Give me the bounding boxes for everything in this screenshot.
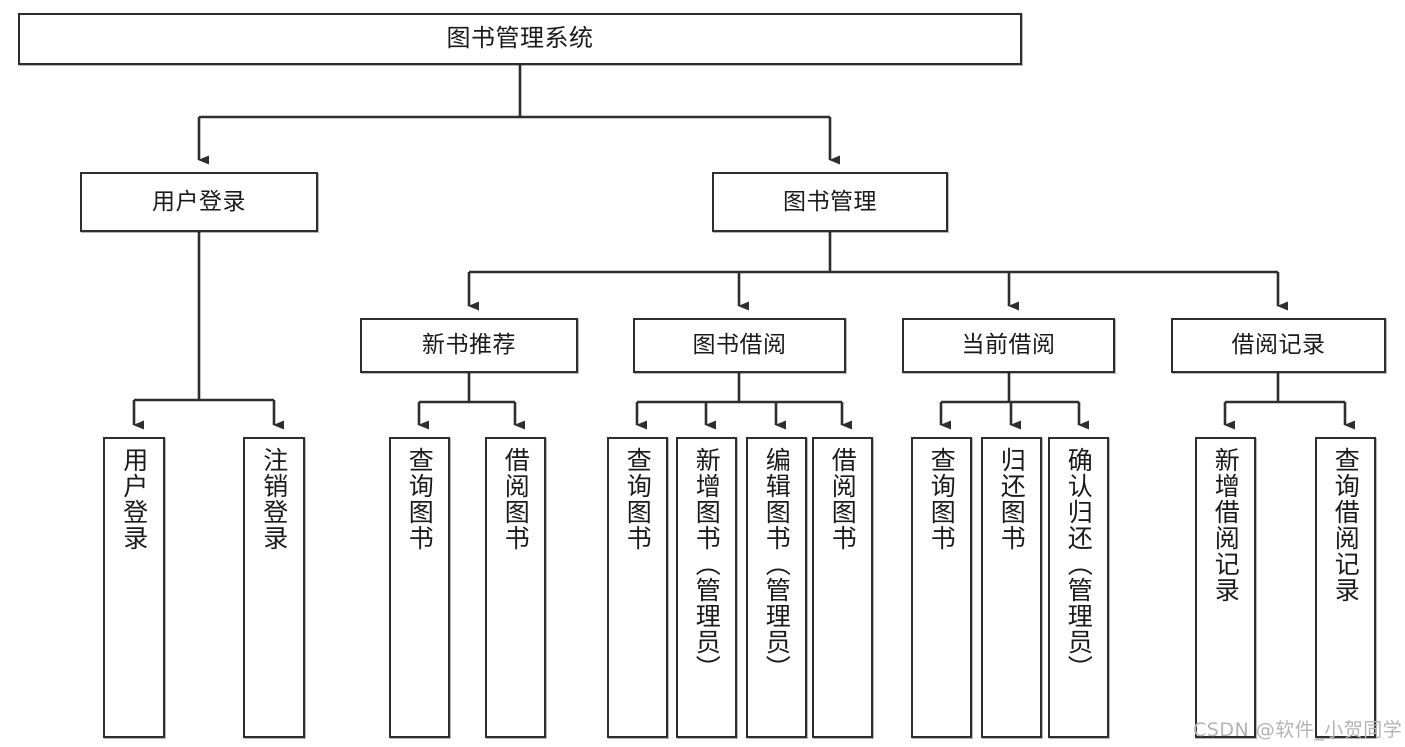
leaf-return-book[interactable]: 归还图书: [981, 437, 1042, 738]
node-root-book-management-system[interactable]: 图书管理系统: [18, 13, 1022, 65]
node-book-management[interactable]: 图书管理: [712, 172, 948, 232]
leaf-query-book-borrow[interactable]: 查询图书: [607, 437, 668, 738]
leaf-borrow-book-recommend[interactable]: 借阅图书: [485, 437, 546, 738]
node-label: 确认归还（管理员）: [1064, 447, 1094, 681]
node-label: 新书推荐: [422, 332, 516, 359]
node-label: 用户登录: [119, 447, 149, 551]
leaf-add-book[interactable]: 新增图书（管理员）: [676, 437, 737, 738]
leaf-query-book-recommend[interactable]: 查询图书: [389, 437, 450, 738]
csdn-watermark: CSDN @软件_小贺同学: [1193, 715, 1402, 742]
node-book-borrow[interactable]: 图书借阅: [633, 318, 846, 373]
node-label: 借阅图书: [828, 447, 858, 551]
node-label: 当前借阅: [961, 332, 1056, 359]
node-label: 图书管理: [783, 188, 877, 215]
watermark-text: CSDN @软件_小贺同学: [1193, 719, 1403, 741]
node-label: 借阅记录: [1231, 332, 1326, 359]
leaf-borrow-book[interactable]: 借阅图书: [812, 437, 873, 738]
node-label: 借阅图书: [501, 447, 531, 551]
node-label: 图书管理系统: [446, 24, 594, 53]
leaf-confirm-return[interactable]: 确认归还（管理员）: [1048, 437, 1109, 738]
node-user-login[interactable]: 用户登录: [80, 172, 318, 232]
node-label: 新增借阅记录: [1211, 447, 1241, 603]
leaf-edit-book[interactable]: 编辑图书（管理员）: [746, 437, 807, 738]
leaf-user-login[interactable]: 用户登录: [103, 437, 165, 738]
node-label: 编辑图书（管理员）: [762, 447, 792, 681]
node-label: 查询图书: [405, 447, 435, 551]
leaf-query-borrow-record[interactable]: 查询借阅记录: [1315, 437, 1376, 738]
node-label: 用户登录: [152, 188, 246, 215]
node-current-borrow[interactable]: 当前借阅: [902, 318, 1115, 373]
node-label: 图书借阅: [692, 332, 787, 359]
node-label: 查询借阅记录: [1331, 447, 1361, 603]
leaf-logout-login[interactable]: 注销登录: [243, 437, 305, 738]
leaf-add-borrow-record[interactable]: 新增借阅记录: [1195, 437, 1256, 738]
node-label: 归还图书: [997, 447, 1027, 551]
node-label: 注销登录: [259, 447, 289, 551]
node-label: 查询图书: [927, 447, 957, 551]
node-new-book-recommend[interactable]: 新书推荐: [360, 318, 578, 373]
leaf-query-book-current[interactable]: 查询图书: [911, 437, 972, 738]
node-borrow-record[interactable]: 借阅记录: [1171, 318, 1386, 373]
node-label: 查询图书: [623, 447, 653, 551]
node-label: 新增图书（管理员）: [692, 447, 722, 681]
